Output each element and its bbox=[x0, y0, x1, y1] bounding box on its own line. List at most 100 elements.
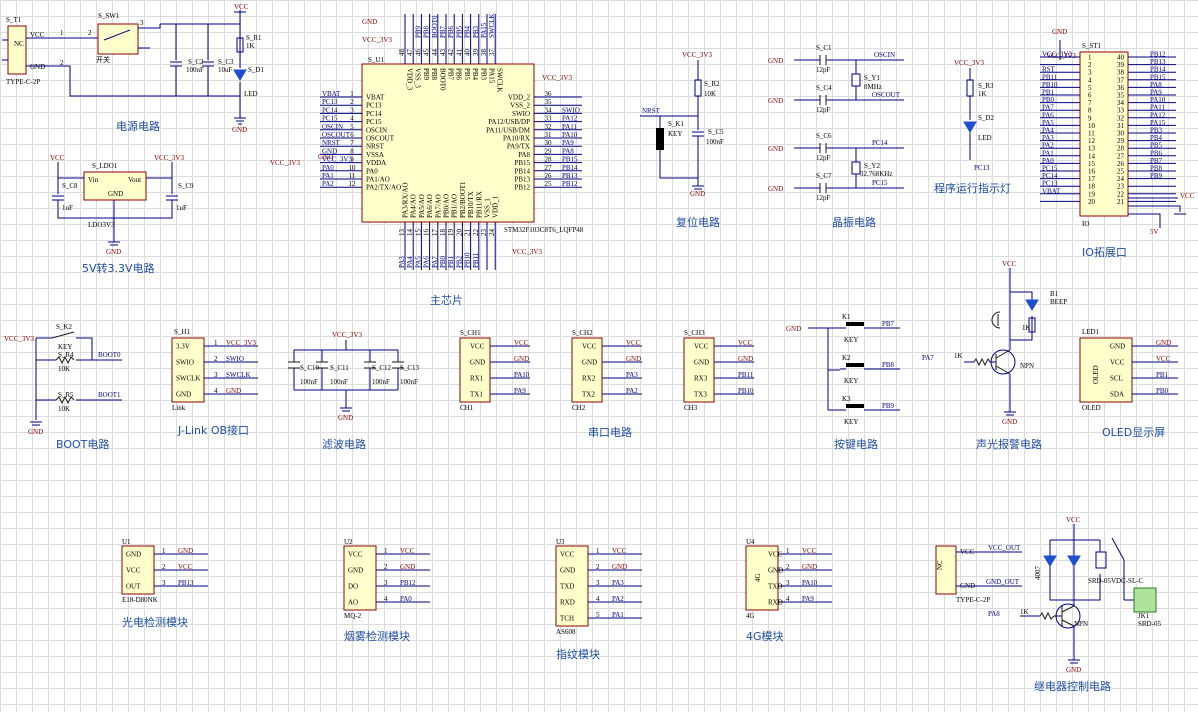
jlink-pin-name: SWCLK bbox=[176, 375, 201, 383]
mcu-left-pin-name: PC14 bbox=[366, 110, 382, 118]
io-right-pin-num: 24 bbox=[1117, 175, 1125, 183]
io-right-pin-num: 22 bbox=[1117, 190, 1125, 198]
module-ref: U3 bbox=[556, 538, 565, 546]
r5-ref: S_R5 bbox=[58, 391, 74, 399]
mcu-left-pin-name: NRST bbox=[366, 143, 385, 151]
serial-ref: S_CH1 bbox=[460, 329, 481, 337]
k2-val: KEY bbox=[58, 343, 72, 351]
io-left-pin-num: 3 bbox=[1088, 69, 1092, 77]
mcu-bottom-pin-net: PB2 bbox=[455, 255, 463, 268]
mcu-left-pin-net: VCC_3V3 bbox=[322, 156, 352, 164]
mcu-top-pin-net: SWCLK bbox=[488, 14, 496, 39]
serial-pin-name: GND bbox=[470, 359, 485, 367]
mcu-top-pin-name: SWCLK bbox=[496, 68, 504, 93]
filter-gnd: GND bbox=[338, 414, 353, 422]
io-vcc: VCC bbox=[1180, 192, 1195, 200]
module-pin-name: RXD bbox=[560, 599, 575, 607]
module-pin-num: 3 bbox=[786, 579, 790, 587]
r1-val: 1K bbox=[246, 42, 255, 50]
run-led-circuit: VCC_3V3 S_R3 1K S_D2 LED PC13 程序运行指示灯 bbox=[934, 59, 1011, 195]
oled-pin-name: SCL bbox=[1110, 375, 1123, 383]
mcu-bottom-pin-name: PA7/AO bbox=[434, 194, 442, 218]
io-right-pin-num: 34 bbox=[1117, 99, 1125, 107]
mcu-bottom-pin-num: 18 bbox=[439, 229, 447, 237]
module-pin-name: AO bbox=[348, 599, 358, 607]
io-right-pin-net: PB5 bbox=[1150, 142, 1163, 150]
io-right-pin-num: 36 bbox=[1117, 84, 1125, 92]
module-pin-num: 2 bbox=[162, 563, 166, 571]
c10-ref: S_C10 bbox=[300, 364, 320, 372]
io-left-pin-net: PA7 bbox=[1042, 104, 1054, 112]
module-pin-name: TXD bbox=[768, 583, 782, 591]
io-left-pin-num: 2 bbox=[1088, 61, 1092, 69]
mcu-vcc33-left: VCC_3V3 bbox=[270, 159, 300, 167]
mcu-right-pin-name: PB13 bbox=[514, 176, 530, 184]
mcu-top-pin-net: PB7 bbox=[439, 25, 447, 38]
k2-ref: S_K2 bbox=[56, 323, 72, 331]
mcu-bottom-pin-net: PA5 bbox=[414, 256, 422, 268]
mcu-right-pin-name: PB15 bbox=[514, 159, 530, 167]
serial-connector-body bbox=[459, 337, 491, 403]
title-boot: BOOT电路 bbox=[56, 438, 109, 451]
r2-ref: S_R2 bbox=[704, 80, 720, 88]
io-left-pin-num: 20 bbox=[1088, 198, 1096, 206]
serial-pin-net: VCC bbox=[514, 339, 529, 347]
module-pin-num: 1 bbox=[596, 547, 600, 555]
r4-val: 10K bbox=[58, 365, 70, 373]
module-pin-net: VCC bbox=[178, 563, 193, 571]
ldo-vout: Vout bbox=[128, 176, 141, 184]
mcu-top-pin-num: 40 bbox=[464, 49, 472, 57]
mcu-bottom-pin-net: PB10 bbox=[464, 252, 472, 268]
relay-terminal-icon bbox=[1133, 587, 1157, 613]
io-left-pin-num: 6 bbox=[1088, 92, 1092, 100]
module-pin-name: TXD bbox=[560, 583, 574, 591]
serial-pin-name: TX2 bbox=[582, 391, 595, 399]
io-left-pin-net: RST bbox=[1042, 66, 1056, 74]
io-left-pin-num: 1 bbox=[1088, 54, 1092, 62]
module-pin-net: GND bbox=[612, 563, 627, 571]
module-pin-num: 4 bbox=[596, 595, 600, 603]
mcu-bottom-pin-num: 17 bbox=[431, 229, 439, 237]
title-filter: 滤波电路 bbox=[322, 438, 366, 451]
module-pin-num: 1 bbox=[384, 547, 388, 555]
mcu-chip: S_U1 STM32F103C8T6_LQFP48 GND VCC_3V3 主芯… bbox=[270, 14, 584, 308]
io-left-pin-num: 11 bbox=[1088, 130, 1095, 138]
relay-usb-nc: NC bbox=[936, 560, 944, 570]
relay-jk-ref: JK1 bbox=[1138, 612, 1150, 620]
power-vcc-symbol bbox=[234, 10, 246, 24]
module-pin-net: PA3 bbox=[612, 579, 624, 587]
jlink-pin-name: 3.3V bbox=[176, 343, 190, 351]
io-right-pin-net: PB4 bbox=[1150, 134, 1163, 142]
key-val: KEY bbox=[844, 336, 858, 344]
mcu-left-pin-net: PA2 bbox=[322, 180, 334, 188]
serial-label: CH1 bbox=[460, 404, 474, 412]
io-right-pin-net: PB6 bbox=[1150, 149, 1163, 157]
io-right-pin-num: 27 bbox=[1117, 152, 1125, 160]
module-pin-name: VCC bbox=[126, 567, 141, 575]
d1-val: LED bbox=[244, 90, 258, 98]
mcu-gnd: GND bbox=[362, 18, 377, 26]
io-right-pin-num: 30 bbox=[1117, 130, 1125, 138]
net-oscout: OSCOUT bbox=[872, 91, 901, 99]
mcu-left-pin-net: PA0 bbox=[322, 164, 334, 172]
module-pin-name: VCC bbox=[560, 551, 575, 559]
io-vcc33: VCC_3V3 bbox=[1046, 52, 1076, 60]
mcu-bottom-pin-num: 23 bbox=[480, 229, 488, 237]
mcu-right-pin-num: 33 bbox=[545, 115, 553, 123]
mcu-bottom-pin-num: 21 bbox=[464, 229, 472, 237]
mcu-bottom-pin-num: 13 bbox=[398, 229, 406, 237]
switch-body bbox=[97, 23, 139, 55]
serial-pin-net: GND bbox=[626, 355, 641, 363]
mcu-right-pin-net: PB15 bbox=[562, 156, 578, 164]
c2-ref: S_C2 bbox=[188, 58, 204, 66]
mcu-right-pin-net: PA12 bbox=[562, 115, 578, 123]
io-left-pin-net: PC15 bbox=[1042, 165, 1058, 173]
c4-val: 12pF bbox=[816, 106, 831, 114]
mcu-left-pin-net: NRST bbox=[322, 139, 341, 147]
mcu-left-pin-name: VSSA bbox=[366, 151, 384, 159]
io-right-pin-net: PB14 bbox=[1150, 66, 1166, 74]
